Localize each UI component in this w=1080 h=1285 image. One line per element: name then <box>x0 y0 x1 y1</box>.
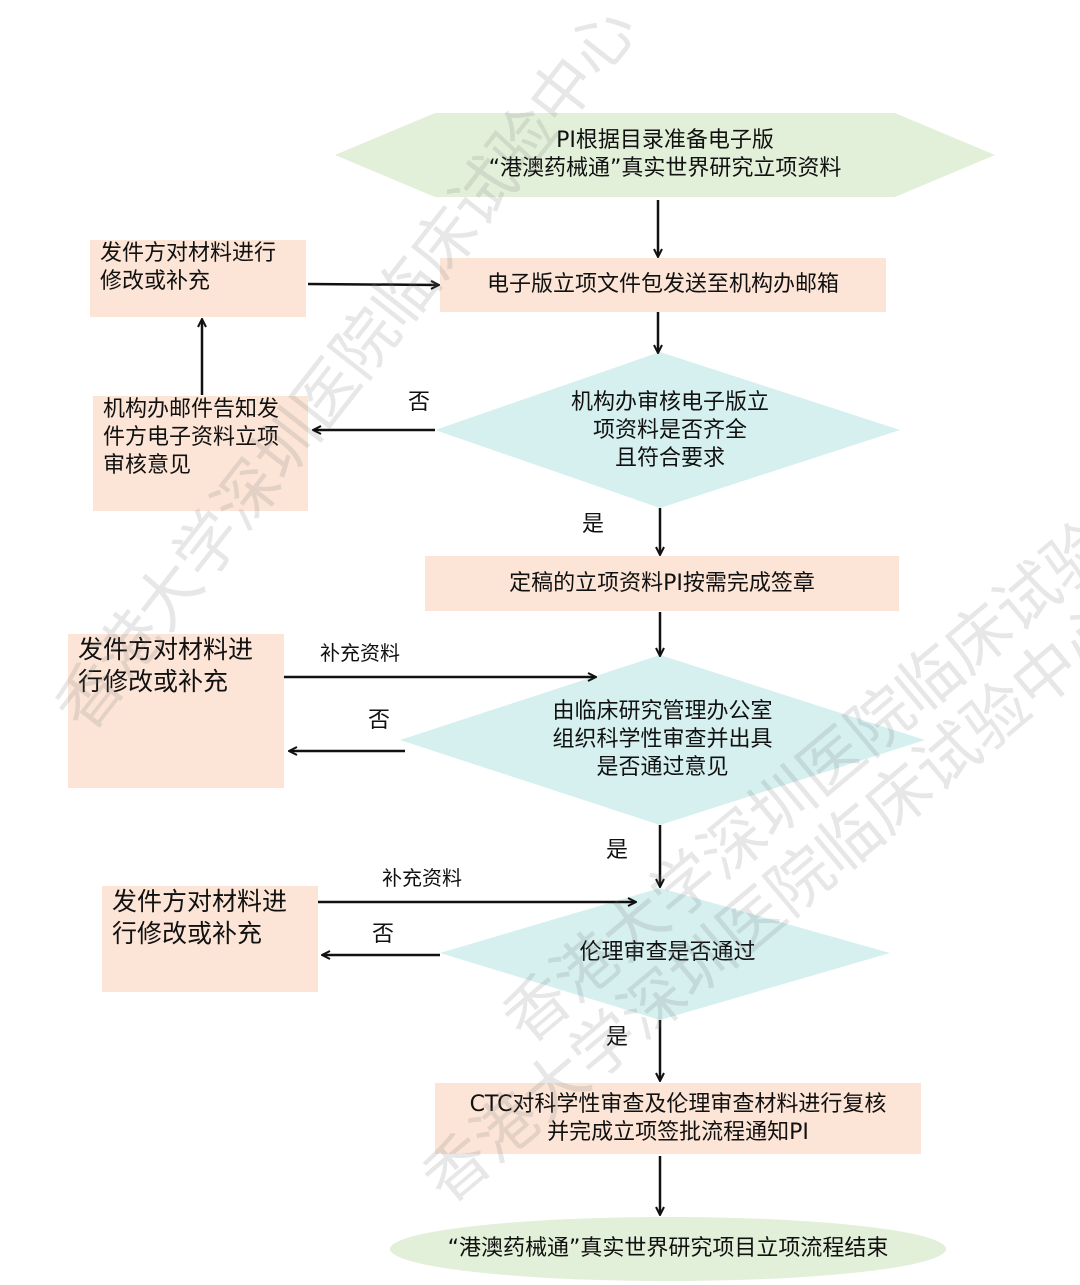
revise2-line1: 发件方对材料进 <box>78 635 254 664</box>
decision3-shape <box>440 888 890 1020</box>
ctc-box: CTC对科学性审查及伦理审查材料进行复核 并完成立项签批流程通知PI <box>435 1083 921 1154</box>
decision1-line1: 机构办审核电子版立 <box>570 390 769 415</box>
decision2-line2: 组织科学性审查并出具 <box>552 727 773 752</box>
start-terminal-shape <box>335 113 995 197</box>
end-terminal-shape <box>390 1217 946 1281</box>
revise1-box: 发件方对材料进行 修改或补充 <box>90 240 306 317</box>
label-yes-3: 是 <box>606 1025 629 1050</box>
notify-box: 机构办邮件告知发 件方电子资料立项 审核意见 <box>93 396 308 511</box>
revise2-line2: 行修改或补充 <box>78 667 229 696</box>
revise3-box: 发件方对材料进 行修改或补充 <box>102 886 318 992</box>
decision1-shape <box>435 352 900 508</box>
decision3-line: 伦理审查是否通过 <box>579 940 756 965</box>
label-supplement-1: 补充资料 <box>320 641 400 665</box>
decision1-text: 机构办审核电子版立 项资料是否齐全 且符合要求 <box>520 386 820 476</box>
notify-line1: 机构办邮件告知发 <box>103 397 280 422</box>
send-email-box: 电子版立项文件包发送至机构办邮箱 <box>440 258 886 312</box>
revise2-box: 发件方对材料进 行修改或补充 <box>68 634 284 788</box>
decision1-line3: 且符合要求 <box>614 446 725 471</box>
notify-line2: 件方电子资料立项 <box>103 425 280 450</box>
ctc-line2: 并完成立项签批流程通知PI <box>547 1119 809 1145</box>
label-yes-2: 是 <box>606 838 629 863</box>
decision2-line1: 由临床研究管理办公室 <box>552 699 773 724</box>
decision2-shape <box>400 655 925 825</box>
revise3-line2: 行修改或补充 <box>112 919 263 948</box>
end-text: “港澳药械通”真实世界研究项目立项流程结束 <box>447 1236 889 1261</box>
label-no-1: 否 <box>408 390 431 415</box>
label-no-2: 否 <box>368 708 391 733</box>
label-no-3: 否 <box>372 922 395 947</box>
decision2-text: 由临床研究管理办公室 组织科学性审查并出具 是否通过意见 <box>510 695 815 785</box>
start-line2: “港澳药械通”真实世界研究立项资料 <box>488 156 842 181</box>
notify-line3: 审核意见 <box>103 453 192 478</box>
sign-text: 定稿的立项资料PI按需完成签章 <box>509 570 815 596</box>
start-line1: PI根据目录准备电子版 <box>556 128 774 153</box>
start-terminal: PI根据目录准备电子版 “港澳药械通”真实世界研究立项资料 <box>400 122 930 188</box>
end-terminal: “港澳药械通”真实世界研究项目立项流程结束 <box>400 1234 936 1264</box>
revise1-line2: 修改或补充 <box>100 269 211 294</box>
arrow-revise1-to-send <box>307 284 438 285</box>
ctc-line1: CTC对科学性审查及伦理审查材料进行复核 <box>469 1091 887 1117</box>
label-supplement-2: 补充资料 <box>382 866 462 890</box>
revise1-line1: 发件方对材料进行 <box>100 241 277 266</box>
sign-box: 定稿的立项资料PI按需完成签章 <box>425 556 899 611</box>
send-email-text: 电子版立项文件包发送至机构办邮箱 <box>486 272 839 297</box>
revise3-line1: 发件方对材料进 <box>112 887 288 916</box>
label-yes-1: 是 <box>582 512 605 537</box>
decision1-line2: 项资料是否齐全 <box>592 418 747 443</box>
decision3-text: 伦理审查是否通过 <box>540 938 795 968</box>
decision2-line3: 是否通过意见 <box>596 755 729 780</box>
